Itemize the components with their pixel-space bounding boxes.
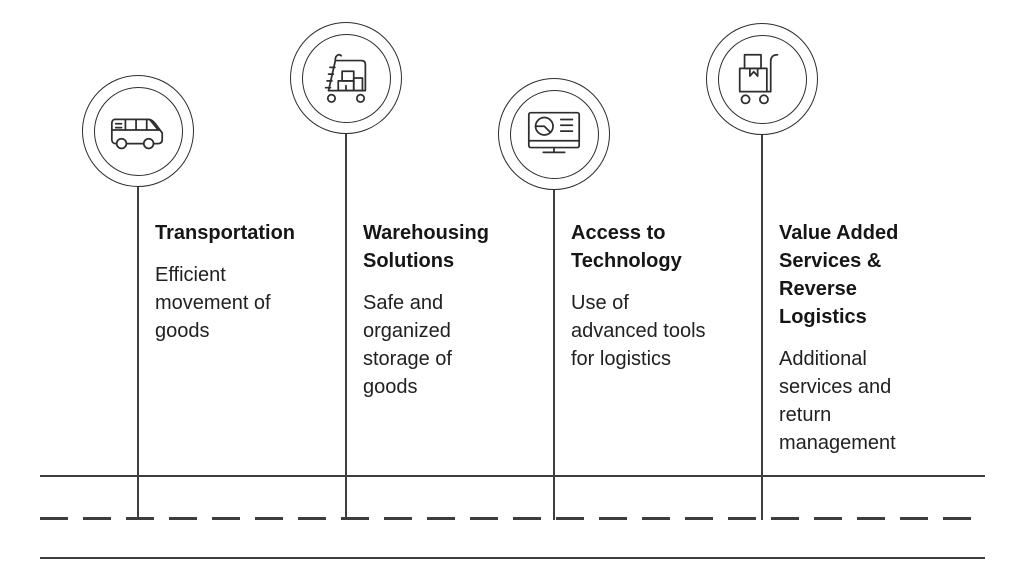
bus-icon [110, 118, 164, 150]
hand-truck-icon [738, 53, 779, 105]
text-value-added: Value Added Services & Reverse Logistics… [779, 219, 929, 457]
stem-value-added [761, 132, 763, 520]
text-transportation: Transportation Efficient movement of goo… [155, 219, 305, 345]
node-warehousing [290, 22, 402, 134]
node-technology [498, 78, 610, 190]
text-technology: Access to Technology Use of advanced too… [571, 219, 721, 373]
item-description: Safe and organized storage of goods [363, 292, 452, 398]
stem-transportation [137, 184, 139, 520]
item-title: Value Added Services & Reverse Logistics [779, 222, 899, 328]
road-bottom-line [40, 557, 985, 559]
node-value-added [706, 23, 818, 135]
item-description: Efficient movement of goods [155, 264, 271, 342]
stem-warehousing [345, 131, 347, 520]
warehouse-cart-icon [324, 53, 367, 103]
item-description: Use of advanced tools for logistics [571, 292, 706, 370]
node-inner-ring [93, 86, 183, 176]
node-transportation [82, 75, 194, 187]
node-inner-ring [301, 33, 391, 123]
item-title: Transportation [155, 222, 296, 244]
item-title: Warehousing Solutions [363, 222, 489, 272]
stem-technology [553, 188, 555, 520]
text-warehousing: Warehousing Solutions Safe and organized… [363, 219, 513, 401]
road-top-line [40, 475, 985, 477]
node-inner-ring [509, 89, 599, 179]
item-description: Additional services and return managemen… [779, 348, 896, 454]
node-inner-ring [717, 34, 807, 124]
dashboard-monitor-icon [527, 111, 581, 154]
item-title: Access to Technology [571, 222, 682, 272]
road-dashed-line [40, 517, 985, 520]
